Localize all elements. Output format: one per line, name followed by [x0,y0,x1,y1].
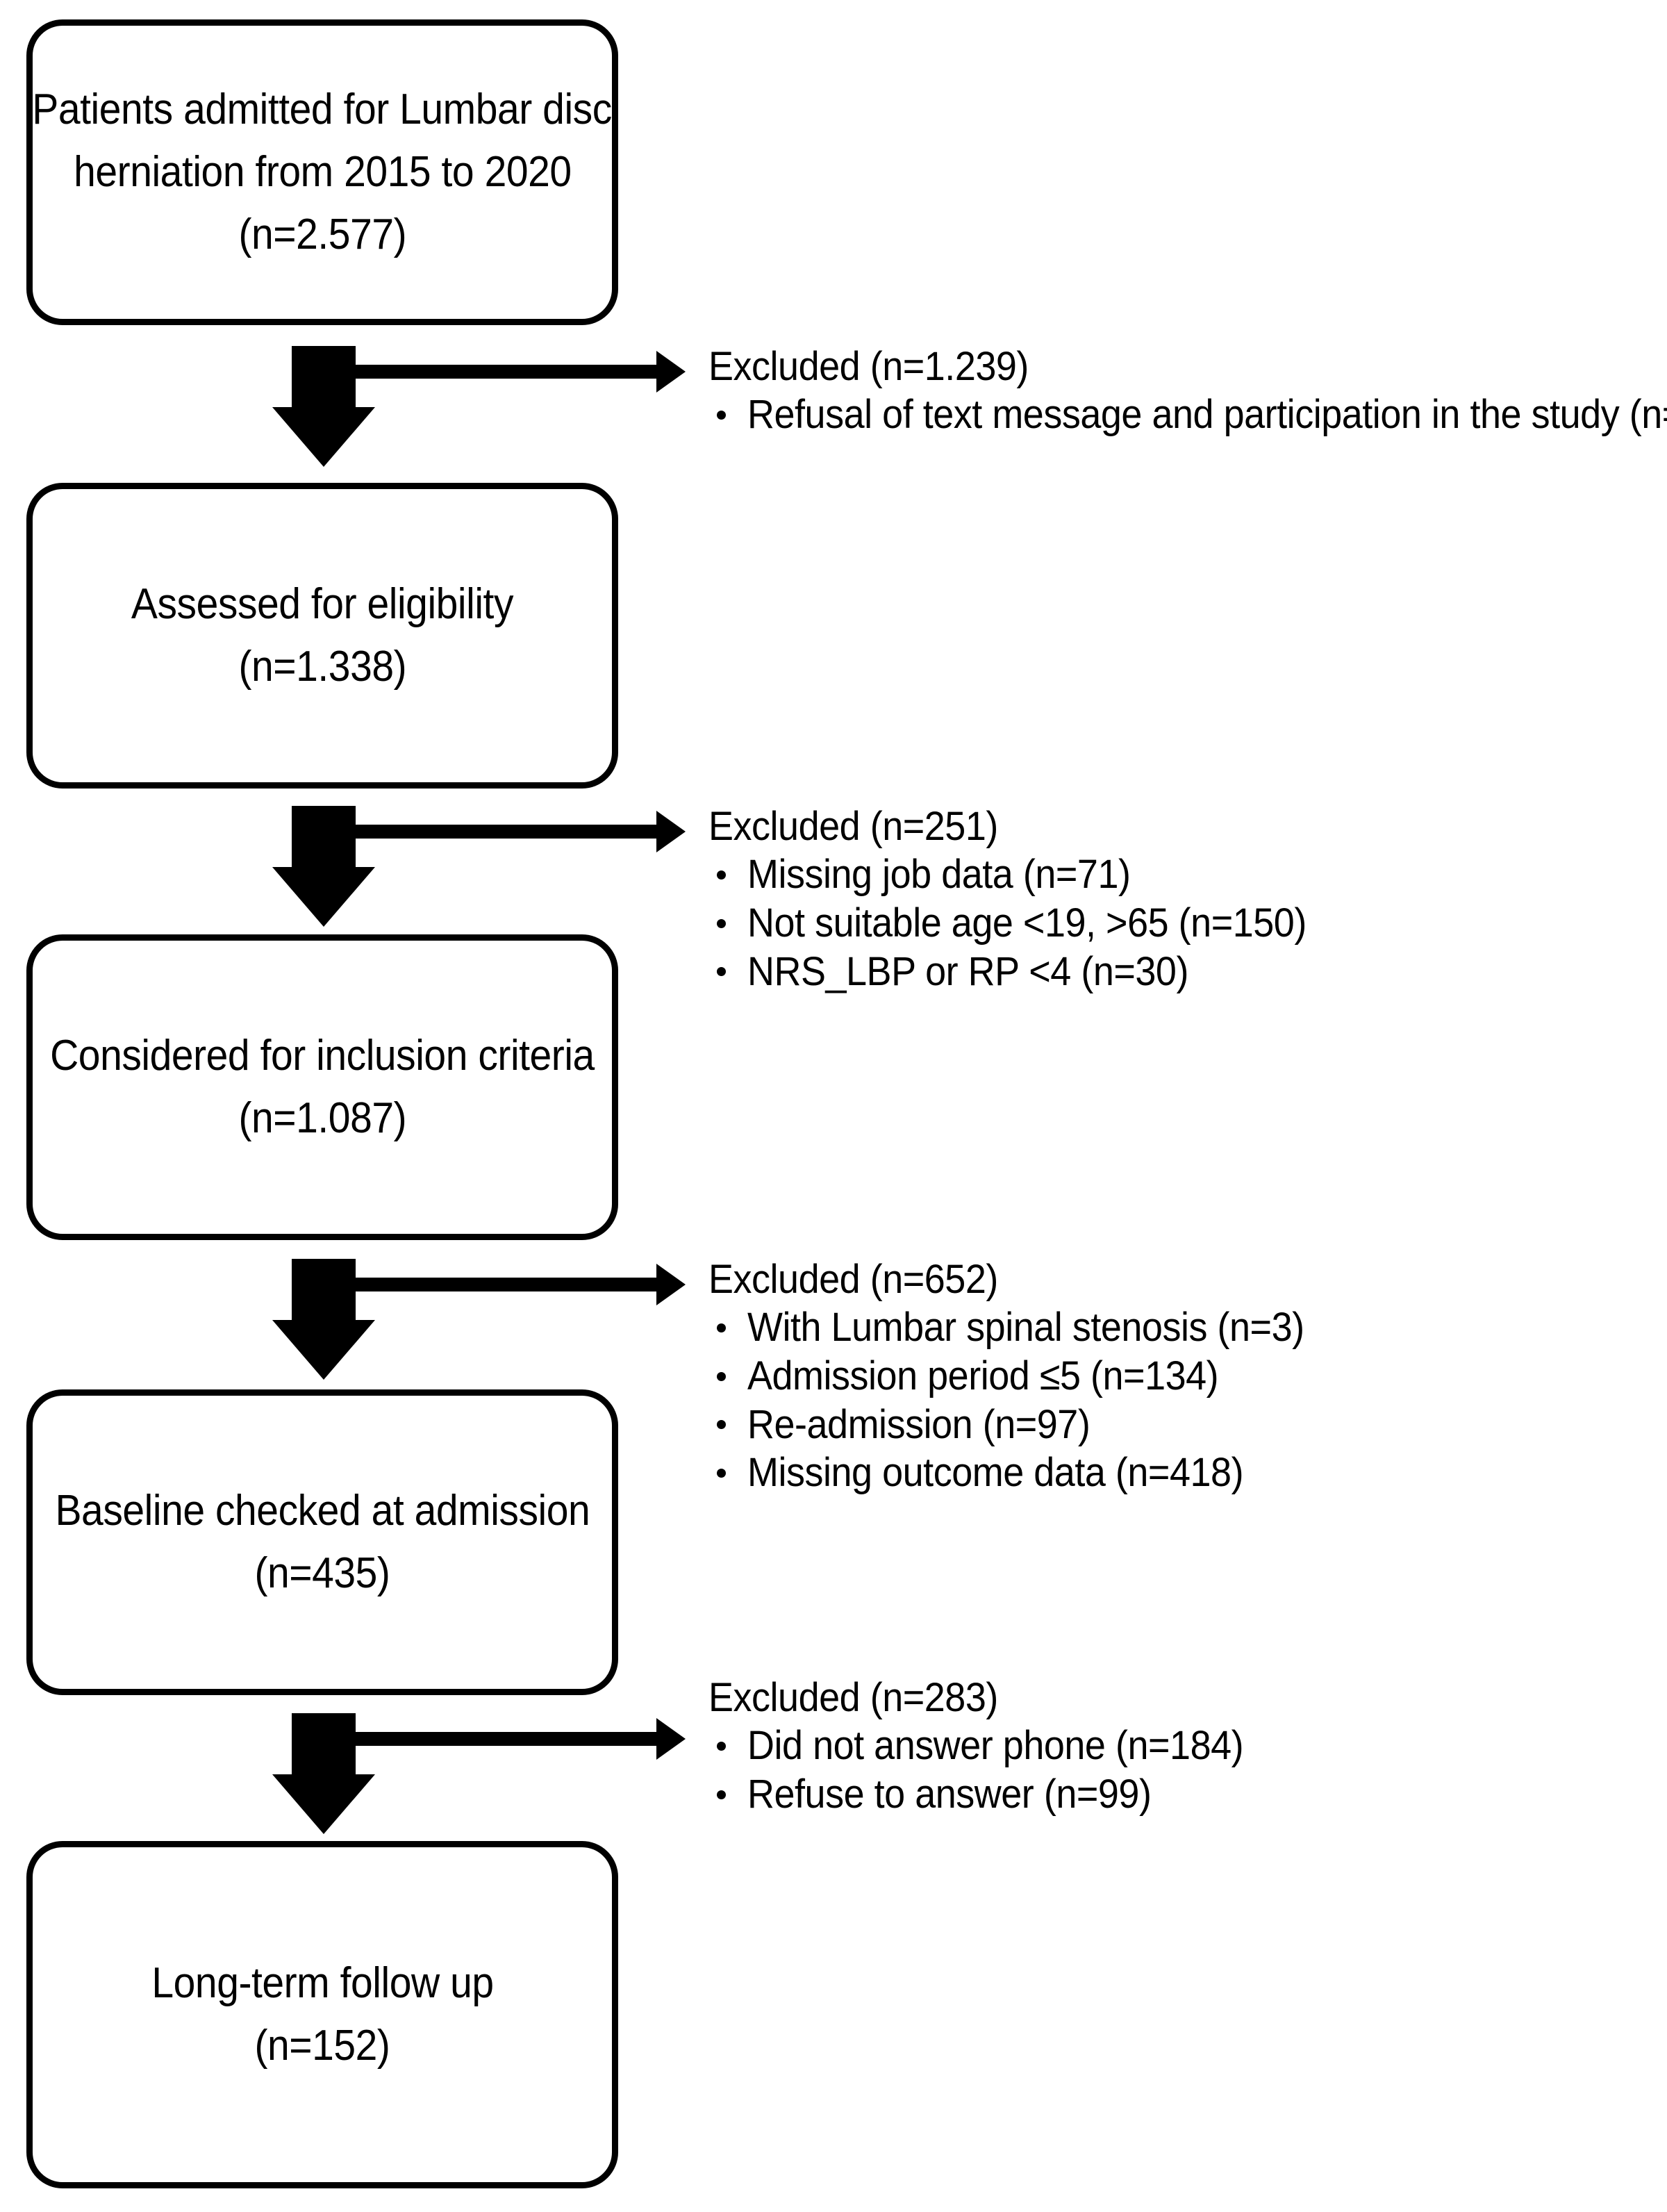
node-line-1: Baseline checked at admission [55,1487,590,1535]
exclusion-list-item: With Lumbar spinal stenosis (n=3) [708,1303,1660,1352]
branch-arrow-shaft [354,825,656,839]
bullet-icon [717,1371,726,1381]
branch-arrow-head [656,351,686,393]
down-arrow-shaft [292,346,356,408]
bullet-icon [717,1790,726,1799]
node-line-1: Long-term follow up [151,1959,494,2008]
bullet-icon [717,1420,726,1430]
bullet-icon [717,1742,726,1751]
exclusion-list-item: Not suitable age <19, >65 (n=150) [708,899,1660,948]
exclusion-list-item: Did not answer phone (n=184) [708,1722,1660,1770]
node-count: (n=1.338) [238,643,406,691]
down-arrow-shaft [292,1259,356,1321]
exclusion-list-item: Missing job data (n=71) [708,850,1660,899]
node-box-admitted: Patients admitted for Lumbar disc hernia… [26,19,618,325]
exclusion-list-item: Admission period ≤5 (n=134) [708,1352,1660,1401]
down-arrow-head [272,1774,375,1834]
exclusion-list: Refusal of text message and participatio… [708,390,1667,439]
node-count: (n=1.087) [238,1094,406,1142]
branch-arrow-shaft [354,365,656,379]
exclusion-title: Excluded (n=251) [708,804,998,849]
exclusion-block-2: Excluded (n=251) Missing job data (n=71)… [708,803,1660,996]
exclusion-list: Missing job data (n=71) Not suitable age… [708,850,1660,996]
exclusion-block-1: Excluded (n=1.239) Refusal of text messa… [708,343,1667,439]
exclusion-list-item: Refuse to answer (n=99) [708,1770,1660,1819]
exclusion-list-item: Re-admission (n=97) [708,1401,1660,1449]
node-box-assessed: Assessed for eligibility (n=1.338) [26,483,618,789]
bullet-icon [717,1469,726,1478]
node-line-2: herniation from 2015 to 2020 [73,148,572,197]
bullet-icon [717,1323,726,1333]
branch-arrow-shaft [354,1732,656,1746]
exclusion-list-item: Missing outcome data (n=418) [708,1448,1660,1497]
bullet-icon [717,967,726,977]
down-arrow-shaft [292,806,356,868]
node-count: (n=435) [254,1549,390,1597]
node-box-baseline: Baseline checked at admission (n=435) [26,1389,618,1695]
node-line-1: Assessed for eligibility [131,580,514,629]
node-line-1: Patients admitted for Lumbar disc [32,85,613,134]
exclusion-title: Excluded (n=1.239) [708,344,1029,389]
exclusion-list: With Lumbar spinal stenosis (n=3) Admiss… [708,1303,1660,1496]
down-arrow-shaft [292,1713,356,1776]
node-count: (n=2.577) [238,210,406,258]
node-line-1: Considered for inclusion criteria [50,1032,595,1080]
branch-arrow-head [656,1264,686,1305]
exclusion-title: Excluded (n=283) [708,1675,998,1720]
branch-arrow-shaft [354,1278,656,1291]
down-arrow-head [272,407,375,467]
bullet-icon [717,411,726,420]
down-arrow-head [272,867,375,927]
node-count: (n=152) [254,2022,390,2070]
exclusion-block-4: Excluded (n=283) Did not answer phone (n… [708,1674,1660,1819]
exclusion-list-item: NRS_LBP or RP <4 (n=30) [708,948,1660,996]
exclusion-block-3: Excluded (n=652) With Lumbar spinal sten… [708,1256,1660,1497]
bullet-icon [717,918,726,928]
down-arrow-head [272,1320,375,1380]
branch-arrow-head [656,811,686,852]
bullet-icon [717,870,726,880]
exclusion-list-item: Refusal of text message and participatio… [708,390,1667,439]
branch-arrow-head [656,1718,686,1760]
exclusion-title: Excluded (n=652) [708,1257,998,1302]
node-box-followup: Long-term follow up (n=152) [26,1841,618,2188]
exclusion-list: Did not answer phone (n=184) Refuse to a… [708,1722,1660,1818]
node-box-considered: Considered for inclusion criteria (n=1.0… [26,934,618,1240]
